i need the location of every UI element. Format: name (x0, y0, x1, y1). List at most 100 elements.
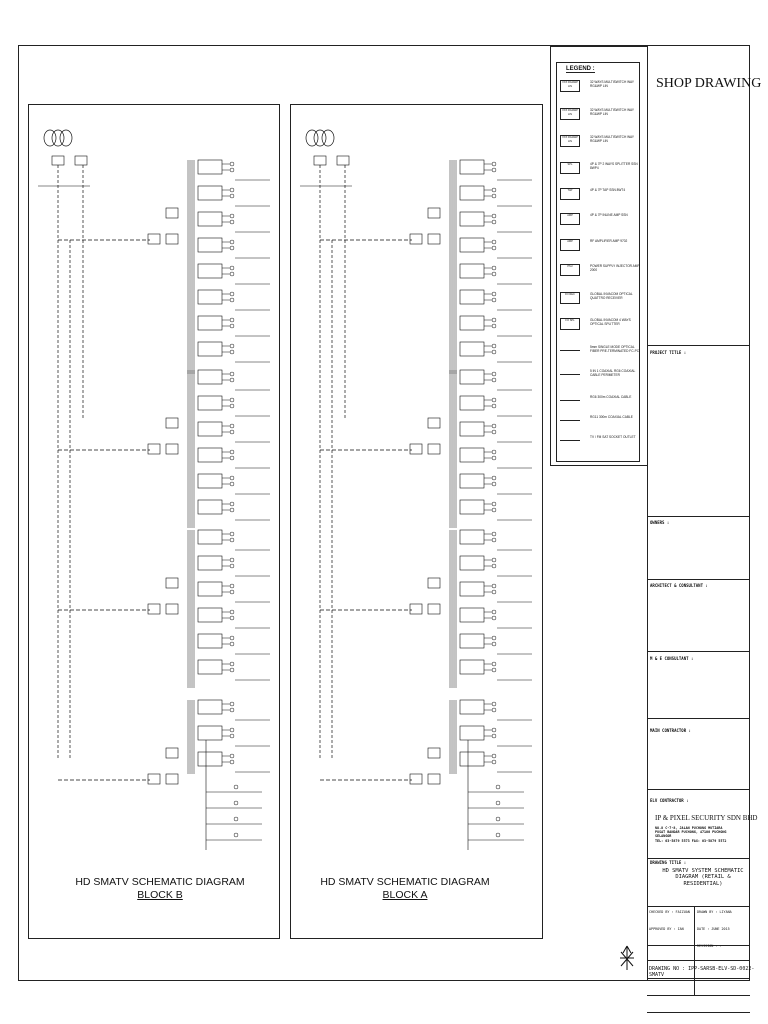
checked-by: CHECKED BY : FAIZUAN (649, 910, 690, 914)
multiswitch-box (459, 237, 485, 253)
legend-description: RF AMPLIFIER AMP 9702 (590, 239, 628, 243)
title-block-divider (647, 995, 750, 996)
multiswitch-box (197, 725, 223, 741)
multiswitch-box (197, 289, 223, 305)
tv-outlet-icon (229, 583, 235, 589)
tv-outlet-icon (491, 239, 497, 245)
amplifier-box (427, 443, 441, 455)
tv-outlet-icon (229, 481, 235, 487)
north-arrow-icon (620, 945, 634, 970)
amplifier-box (427, 233, 441, 245)
drawing-title: HD SMATV SYSTEM SCHEMATIC DIAGRAM (RETAI… (662, 868, 744, 887)
legend-description: RG11 300m COAXIAL CABLE (590, 415, 633, 419)
tv-outlet-icon (229, 707, 235, 713)
project-title-label: PROJECT TITLE : (650, 350, 687, 355)
multiswitch-box (197, 421, 223, 437)
tv-outlet-icon (491, 187, 497, 193)
optical-receiver-box (147, 233, 161, 245)
tv-outlet-icon (229, 343, 235, 349)
amplifier-box (165, 603, 179, 615)
tv-outlet-icon (491, 423, 497, 429)
legend-description: 5mm SINGLE MODE OPTICAL FIBER PRE-TERMIN… (590, 345, 639, 353)
amplifier-box (427, 417, 441, 429)
amplifier-box (165, 207, 179, 219)
multiswitch-box (459, 581, 485, 597)
diagram-title: HD SMATV SCHEMATIC DIAGRAM (320, 876, 490, 888)
drawing-number: DRAWING NO : IPP-SARSB-ELV-SD-0022-SMATV (649, 966, 755, 978)
tv-outlet-icon (229, 609, 235, 615)
title-block-divider (647, 1012, 750, 1013)
legend-description: 4P & 7P INLINE AMP SSN (590, 213, 628, 217)
multiswitch-box (459, 699, 485, 715)
tv-outlet-icon (491, 449, 497, 455)
tv-outlet-icon (491, 291, 497, 297)
satellite-dish-icon (43, 129, 57, 147)
tv-outlet-icon (495, 832, 501, 838)
legend-symbol: AMP (560, 239, 580, 251)
diagram-title: HD SMATV SCHEMATIC DIAGRAM (75, 876, 245, 888)
tv-outlet-icon (491, 501, 497, 507)
legend-symbol: XXX RG&WP LIN (560, 80, 580, 92)
multiswitch-box (197, 315, 223, 331)
tv-outlet-icon (229, 193, 235, 199)
legend-description: GLOBAL INVACOM 4 WAYS OPTICAL SPLITTER (590, 318, 631, 326)
legend-title: LEGEND : (566, 66, 595, 73)
tv-outlet-icon (491, 707, 497, 713)
legend-description: 32 WAYS MULTISWITCH WAY RG&WP LIN (590, 80, 634, 88)
architect-label: ARCHITECT & CONSULTANT : (650, 583, 708, 588)
amplifier-box (427, 207, 441, 219)
multiswitch-box (459, 529, 485, 545)
title-block-divider (647, 906, 750, 907)
multiswitch-box (197, 659, 223, 675)
satellite-dish-icon (321, 129, 335, 147)
multiswitch-box (459, 499, 485, 515)
tv-outlet-icon (491, 635, 497, 641)
multiswitch-box (197, 751, 223, 767)
multiswitch-box (197, 699, 223, 715)
tv-outlet-icon (229, 167, 235, 173)
satellite-dish-icon (59, 129, 73, 147)
tv-outlet-icon (491, 563, 497, 569)
tv-outlet-icon (229, 349, 235, 355)
company-name: IP & PIXEL SECURITY SDN BHD (655, 814, 758, 822)
diagram-caption-block-b: HD SMATV SCHEMATIC DIAGRAM BLOCK B (60, 876, 260, 902)
amplifier-box (427, 773, 441, 785)
tv-outlet-icon (491, 753, 497, 759)
lnb-box (313, 155, 327, 166)
title-block (647, 46, 750, 1013)
tv-outlet-icon (491, 661, 497, 667)
tv-outlet-icon (491, 609, 497, 615)
legend-frame (550, 46, 648, 466)
satellite-dish-icon (313, 129, 327, 147)
title-block-column-divider (694, 906, 695, 995)
multiswitch-box (459, 447, 485, 463)
tv-outlet-icon (229, 239, 235, 245)
multiswitch-box (197, 529, 223, 545)
legend-symbol (560, 369, 580, 375)
tv-outlet-icon (491, 429, 497, 435)
multiswitch-box (197, 633, 223, 649)
diagram-caption-block-a: HD SMATV SCHEMATIC DIAGRAM BLOCK A (305, 876, 505, 902)
tv-outlet-icon (491, 733, 497, 739)
multiswitch-box (197, 607, 223, 623)
tv-outlet-icon (229, 557, 235, 563)
title-block-divider (647, 516, 750, 517)
optical-receiver-box (409, 773, 423, 785)
multiswitch-box (459, 369, 485, 385)
optical-receiver-box (147, 773, 161, 785)
multiswitch-box (459, 633, 485, 649)
tv-outlet-icon (229, 317, 235, 323)
title-block-divider (647, 579, 750, 580)
legend-description: 32 WAYS MULTISWITCH WAY RG&WP LIN (590, 135, 634, 143)
tv-outlet-icon (491, 537, 497, 543)
me-consultant-label: M & E CONSULTANT : (650, 656, 694, 661)
legend-symbol (560, 345, 580, 351)
amplifier-box (427, 747, 441, 759)
tv-outlet-icon (229, 563, 235, 569)
tv-outlet-icon (229, 753, 235, 759)
legend-symbol (560, 435, 580, 441)
tv-outlet-icon (495, 784, 501, 790)
tv-outlet-icon (491, 531, 497, 537)
lnb-box (51, 155, 65, 166)
